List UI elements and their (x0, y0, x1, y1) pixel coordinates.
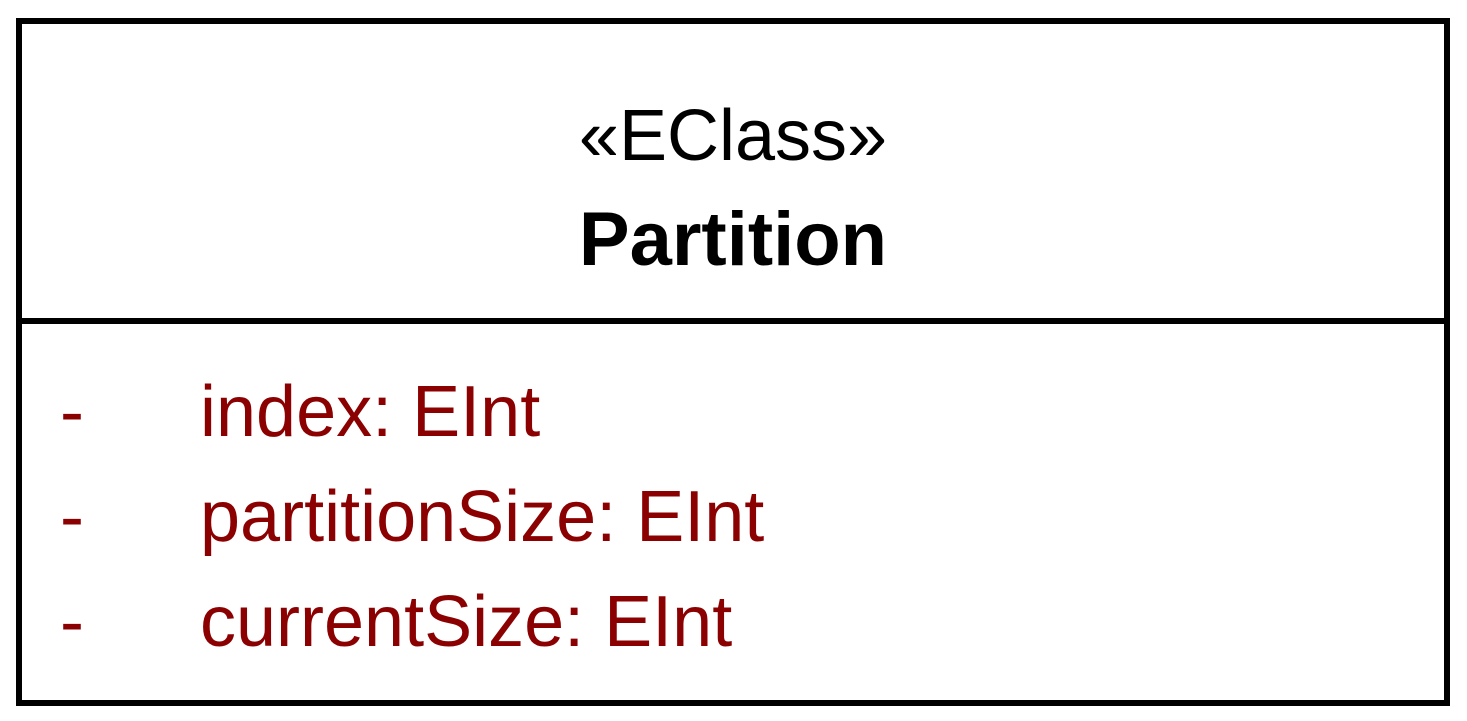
attribute-visibility: - (60, 582, 84, 662)
attribute-row[interactable]: - currentSize: EInt (22, 582, 1444, 687)
attribute-row[interactable]: - partitionSize: EInt (22, 477, 1444, 582)
class-name: Partition (578, 197, 888, 282)
attribute-visibility: - (60, 477, 84, 557)
attribute-visibility: - (60, 372, 84, 452)
attribute-label: index: EInt (200, 372, 541, 452)
eclass-box[interactable]: «EClass» Partition - index: EInt - parti… (16, 18, 1450, 706)
attribute-row[interactable]: - index: EInt (22, 372, 1444, 477)
attribute-compartment: - index: EInt - partitionSize: EInt - cu… (22, 372, 1444, 687)
class-stereotype: «EClass» (578, 96, 888, 176)
attribute-label: partitionSize: EInt (200, 477, 765, 557)
attribute-label: currentSize: EInt (200, 582, 733, 662)
compartment-divider (22, 318, 1444, 324)
class-header: «EClass» Partition (22, 24, 1444, 320)
